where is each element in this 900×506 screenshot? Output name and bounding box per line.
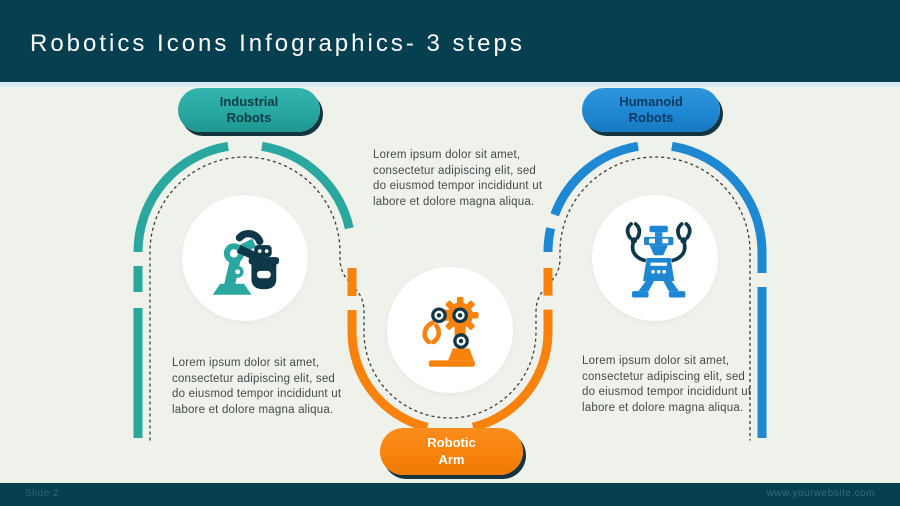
arch-industrial: [133, 140, 357, 438]
industrial-robot-circle: [182, 195, 308, 321]
robotic-arm-description: Lorem ipsum dolor sit amet, consectetur …: [373, 149, 543, 208]
slide-number-label: Slide 2: [25, 488, 60, 499]
u-robotic-arm: [347, 268, 553, 435]
humanoid-robot-icon: [625, 222, 692, 298]
humanoid-robots-description: Lorem ipsum dolor sit amet, consectetur …: [582, 355, 752, 414]
humanoid-robot-circle: [592, 195, 718, 321]
slide-title: Robotics Icons Infographics- 3 steps: [30, 30, 525, 57]
industrial-robot-icon: [212, 229, 280, 295]
header-bar: [0, 0, 900, 82]
website-label: www.yourwebsite.com: [766, 488, 875, 499]
robotic-arm-pill: Robotic Arm: [380, 428, 523, 475]
dotted-guide-line: [149, 156, 751, 441]
arch-humanoid: [543, 140, 767, 438]
header-accent-strip: [0, 82, 900, 87]
robotic-arm-icon: [422, 296, 479, 367]
robotic-arm-circle: [387, 267, 513, 393]
footer-bar: [0, 483, 900, 506]
industrial-robots-pill: Industrial Robots: [178, 88, 320, 132]
industrial-robots-description: Lorem ipsum dolor sit amet, consectetur …: [172, 357, 342, 416]
humanoid-robots-pill: Humanoid Robots: [582, 88, 720, 132]
